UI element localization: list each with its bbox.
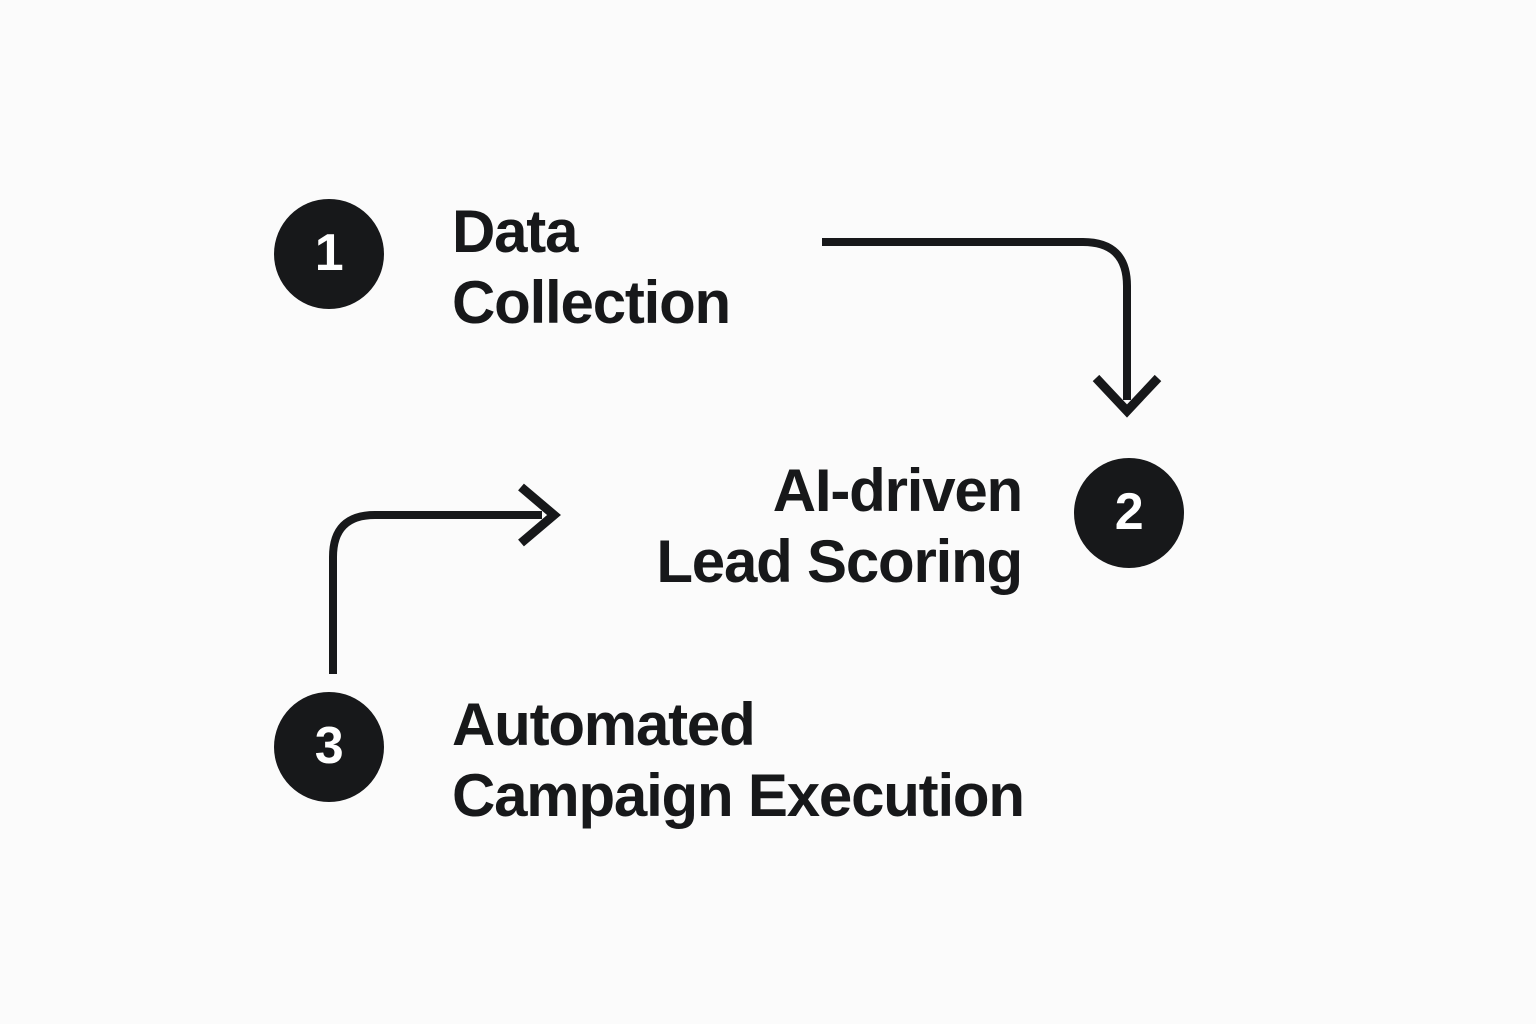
connector-1-to-2-line xyxy=(822,238,1131,400)
connector-1-to-2 xyxy=(822,238,1162,418)
arrowhead-right-icon xyxy=(518,483,561,547)
process-step-1[interactable]: 1 Data Collection xyxy=(274,198,731,338)
step-number-badge-3: 3 xyxy=(274,692,384,802)
process-step-2[interactable]: AI-driven Lead Scoring 2 xyxy=(600,457,1184,597)
step-number-badge-2: 2 xyxy=(1074,458,1184,568)
connector-3-to-2-line xyxy=(329,511,542,674)
connector-3-to-2 xyxy=(329,483,561,674)
step-number-badge-1: 1 xyxy=(274,199,384,309)
step-label-1: Data Collection xyxy=(452,198,731,336)
step-label-3: Automated Campaign Execution xyxy=(452,691,1025,829)
process-step-3[interactable]: 3 Automated Campaign Execution xyxy=(274,691,1025,831)
arrowhead-down-icon xyxy=(1092,374,1162,418)
step-label-2: AI-driven Lead Scoring xyxy=(656,457,1023,595)
